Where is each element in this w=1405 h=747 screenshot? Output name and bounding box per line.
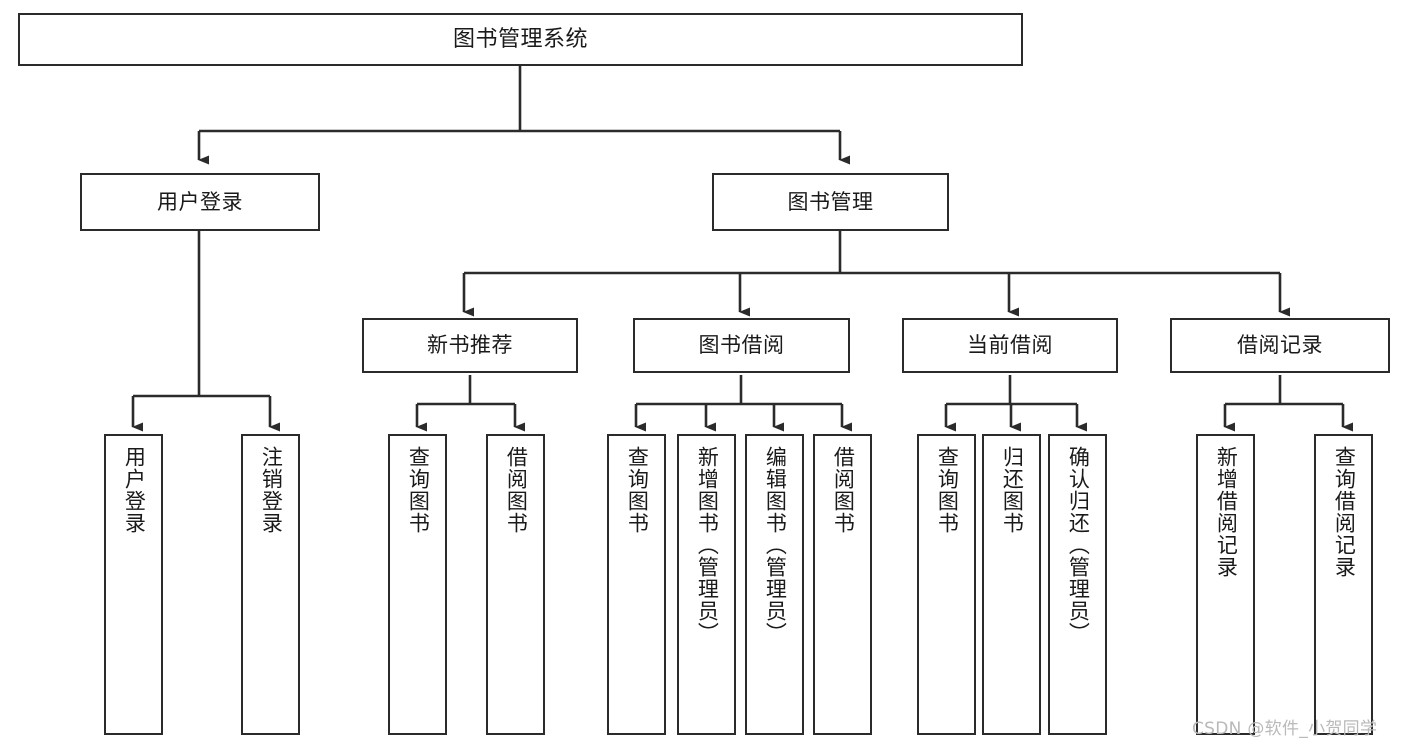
- node-new-book-recommend-label: 新书推荐: [427, 333, 513, 358]
- leaf-query-borrow-record[interactable]: 查询借阅记录: [1314, 434, 1373, 735]
- node-book-borrow-label: 图书借阅: [698, 333, 785, 358]
- leaf-new-book-borrow-label: 借阅图书: [504, 446, 529, 534]
- leaf-borrow-query-book-label: 查询图书: [625, 446, 650, 534]
- leaf-add-borrow-record[interactable]: 新增借阅记录: [1196, 434, 1255, 735]
- leaf-edit-book-admin-label: 编辑图书（管理员）: [763, 446, 788, 644]
- node-current-borrow-label: 当前借阅: [967, 333, 1053, 358]
- leaf-borrow-query-book[interactable]: 查询图书: [607, 434, 666, 735]
- node-root-label: 图书管理系统: [452, 26, 588, 52]
- node-user-login-label: 用户登录: [157, 189, 243, 214]
- leaf-return-book-label: 归还图书: [1000, 446, 1025, 534]
- leaf-add-book-admin-label: 新增图书（管理员）: [695, 446, 720, 644]
- leaf-borrow-book[interactable]: 借阅图书: [813, 434, 872, 735]
- node-new-book-recommend[interactable]: 新书推荐: [362, 318, 578, 373]
- leaf-current-query-book-label: 查询图书: [935, 446, 960, 534]
- node-book-management-label: 图书管理: [787, 189, 874, 214]
- leaf-user-login[interactable]: 用户登录: [104, 434, 163, 735]
- watermark: CSDN @软件_小贺同学: [1192, 719, 1378, 739]
- node-root[interactable]: 图书管理系统: [18, 13, 1023, 66]
- leaf-logout-label: 注销登录: [259, 446, 284, 534]
- leaf-add-book-admin[interactable]: 新增图书（管理员）: [677, 434, 736, 735]
- leaf-current-query-book[interactable]: 查询图书: [917, 434, 976, 735]
- node-book-borrow[interactable]: 图书借阅: [633, 318, 850, 373]
- node-book-management[interactable]: 图书管理: [712, 173, 949, 231]
- leaf-add-borrow-record-label: 新增借阅记录: [1214, 446, 1239, 578]
- node-borrow-record-label: 借阅记录: [1237, 333, 1323, 358]
- leaf-new-book-query-label: 查询图书: [406, 446, 431, 534]
- leaf-user-login-label: 用户登录: [122, 446, 147, 534]
- leaf-return-book[interactable]: 归还图书: [982, 434, 1041, 735]
- leaf-confirm-return-admin-label: 确认归还（管理员）: [1066, 446, 1091, 644]
- leaf-new-book-borrow[interactable]: 借阅图书: [486, 434, 545, 735]
- leaf-borrow-book-label: 借阅图书: [831, 446, 856, 534]
- leaf-new-book-query[interactable]: 查询图书: [388, 434, 447, 735]
- leaf-edit-book-admin[interactable]: 编辑图书（管理员）: [745, 434, 804, 735]
- node-user-login[interactable]: 用户登录: [80, 173, 320, 231]
- node-borrow-record[interactable]: 借阅记录: [1170, 318, 1390, 373]
- node-current-borrow[interactable]: 当前借阅: [902, 318, 1118, 373]
- leaf-query-borrow-record-label: 查询借阅记录: [1332, 446, 1357, 578]
- leaf-confirm-return-admin[interactable]: 确认归还（管理员）: [1048, 434, 1107, 735]
- leaf-logout[interactable]: 注销登录: [241, 434, 300, 735]
